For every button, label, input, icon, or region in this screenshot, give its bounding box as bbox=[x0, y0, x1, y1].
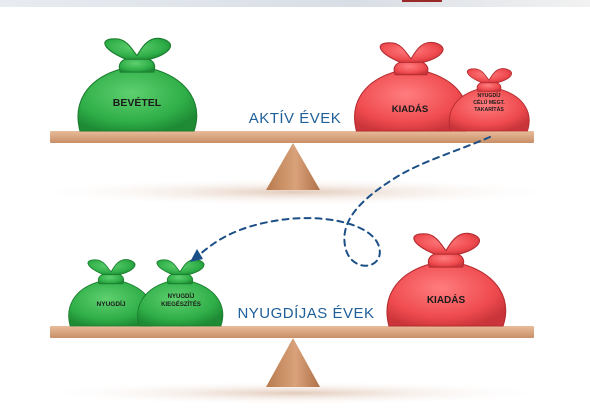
arrow-head-icon bbox=[190, 249, 203, 262]
bag-label-line: KIADÁS bbox=[392, 104, 428, 115]
bag-label-line: NYUGDÍJ bbox=[477, 91, 500, 99]
title-active-years: AKTÍV ÉVEK bbox=[249, 110, 342, 127]
plank bbox=[50, 326, 534, 338]
bag-label-line: KIADÁS bbox=[427, 293, 466, 306]
bag-label-line: KIEGÉSZÍTÉS bbox=[161, 300, 201, 308]
bag-label-line: CÉLÚ MEGT. bbox=[473, 98, 505, 106]
bag-nyugdij-label: NYUGDÍJ bbox=[97, 299, 126, 308]
fulcrum bbox=[266, 143, 320, 190]
dashed-arrow-path bbox=[197, 136, 491, 267]
bag-kiadas-label: KIADÁS bbox=[392, 104, 428, 115]
fulcrum bbox=[266, 338, 320, 387]
floor-shadow bbox=[25, 178, 565, 206]
bag-kiadas-retirement-label: KIADÁS bbox=[427, 293, 466, 306]
bag-bevetel-label: BEVÉTEL bbox=[113, 96, 162, 109]
bag-bevetel bbox=[78, 38, 197, 131]
title-retirement-years: NYUGDÍJAS ÉVEK bbox=[237, 305, 374, 322]
bag-nyugdij-kiegeszites bbox=[138, 260, 223, 326]
bag-kiadas-retirement bbox=[387, 233, 506, 326]
floor-shadow bbox=[35, 381, 555, 405]
bag-label-line: TAKARÍTÁS bbox=[474, 105, 504, 113]
top-accent bbox=[402, 0, 442, 2]
top-strip bbox=[0, 0, 590, 7]
bag-label-line: BEVÉTEL bbox=[113, 96, 162, 109]
transfer-arrow bbox=[190, 136, 491, 267]
bag-label-line: NYUGDÍJ bbox=[97, 299, 126, 308]
plank bbox=[50, 131, 534, 143]
bag-label-line: NYUGDÍJ bbox=[168, 292, 195, 300]
